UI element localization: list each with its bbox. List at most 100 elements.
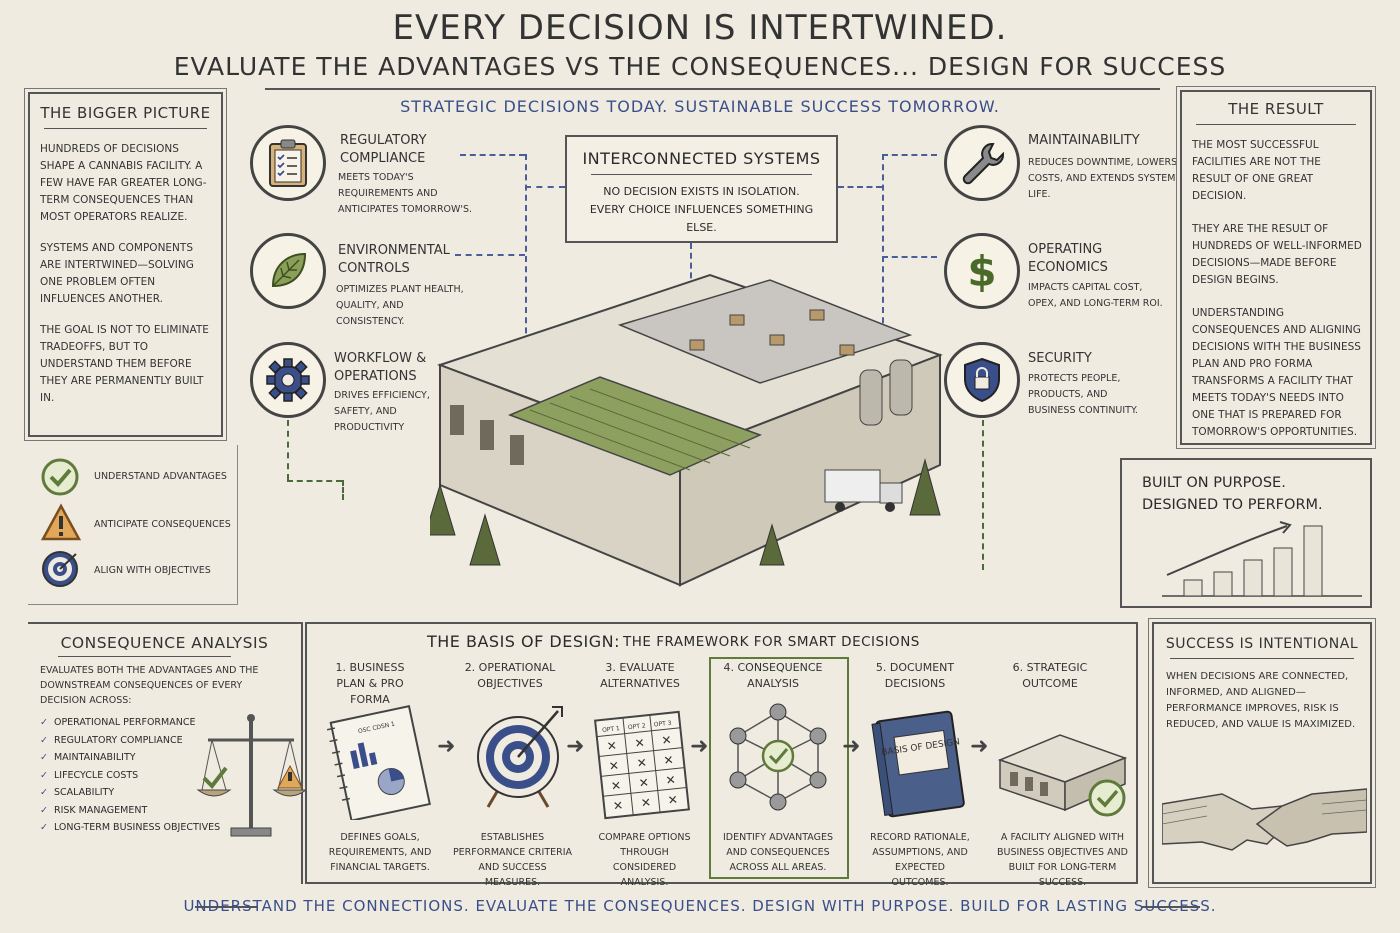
legend: UNDERSTAND ADVANTAGES ANTICIPATE CONSEQU… (28, 445, 238, 605)
page-title: EVERY DECISION IS INTERTWINED. (392, 8, 1008, 48)
network-check-icon (726, 700, 831, 815)
list-item: ✓LONG-TERM BUSINESS OBJECTIVES (40, 822, 221, 833)
consequence-list: ✓OPERATIONAL PERFORMANCE ✓REGULATORY COM… (28, 708, 301, 837)
basis-title: THE BASIS OF DESIGN: (427, 632, 620, 651)
list-item: ✓SCALABILITY (40, 787, 115, 798)
bigger-picture-title: THE BIGGER PICTURE (40, 104, 211, 122)
step-6-desc: A FACILITY ALIGNED WITH BUSINESS OBJECTI… (996, 832, 1128, 888)
footer-tagline: UNDERSTAND THE CONNECTIONS. EVALUATE THE… (183, 897, 1217, 915)
environmental-desc: OPTIMIZES PLANT HEALTH, QUALITY, AND CON… (336, 284, 464, 327)
basis-title-suffix: THE FRAMEWORK FOR SMART DECISIONS (623, 634, 920, 650)
arrow-right-icon: ➜ (566, 734, 585, 759)
bigger-picture-p3: THE GOAL IS NOT TO ELIMINATE TRADEOFFS, … (40, 324, 209, 404)
target-arrow-icon (468, 705, 568, 810)
connector (690, 243, 692, 298)
legend-label-consequences: ANTICIPATE CONSEQUENCES (94, 519, 231, 530)
connector (525, 186, 565, 188)
shield-lock-icon (944, 342, 1020, 418)
svg-text:✕: ✕ (608, 758, 619, 773)
step-4-desc: IDENTIFY ADVANTAGES AND CONSEQUENCES ACR… (722, 832, 834, 873)
svg-text:✕: ✕ (665, 773, 676, 788)
legend-label-advantages: UNDERSTAND ADVANTAGES (94, 471, 227, 482)
connector (455, 254, 525, 256)
tagline: STRATEGIC DECISIONS TODAY. SUSTAINABLE S… (400, 97, 1000, 116)
result-title: THE RESULT (1228, 100, 1324, 118)
options-grid-icon: OPT 1 OPT 2 OPT 3 ✕✕✕ ✕✕✕ ✕✕✕ ✕✕✕ (592, 710, 692, 820)
step-6-title: 6. STRATEGIC OUTCOME (1012, 661, 1088, 690)
list-item: ✓MAINTAINABILITY (40, 752, 136, 763)
built-on-purpose-panel: BUILT ON PURPOSE. DESIGNED TO PERFORM. (1120, 458, 1372, 608)
interconnected-body: NO DECISION EXISTS IN ISOLATION. EVERY C… (589, 185, 814, 234)
basis-panel: THE BASIS OF DESIGN: THE FRAMEWORK FOR S… (305, 622, 1138, 884)
step-3-title: 3. EVALUATE ALTERNATIVES (600, 661, 680, 690)
highlight-step-4 (709, 657, 849, 879)
bigger-picture-panel: THE BIGGER PICTURE HUNDREDS OF DECISIONS… (28, 92, 223, 437)
step-3-desc: COMPARE OPTIONS THROUGH CONSIDERED ANALY… (598, 832, 691, 888)
svg-text:✕: ✕ (663, 753, 674, 768)
step-5-desc: RECORD RATIONALE, ASSUMPTIONS, AND EXPEC… (870, 832, 970, 888)
gear-icon (250, 342, 326, 418)
connector (882, 154, 884, 364)
grid-header: OPT 1 (602, 725, 621, 734)
regulatory-title: REGULATORY COMPLIANCE (340, 133, 427, 166)
grid-header: OPT 2 (628, 722, 647, 731)
workflow-desc: DRIVES EFFICIENCY, SAFETY, AND PRODUCTIV… (334, 390, 430, 433)
arrow-right-icon: ➜ (842, 734, 861, 759)
svg-text:✕: ✕ (667, 792, 678, 807)
workflow-title: WORKFLOW & OPERATIONS (334, 351, 427, 384)
grid-header: OPT 3 (654, 720, 673, 729)
consequence-title: CONSEQUENCE ANALYSIS (60, 634, 269, 652)
connector (460, 154, 525, 156)
page-subtitle: EVALUATE THE ADVANTAGES VS THE CONSEQUEN… (173, 52, 1227, 81)
result-p2: THEY ARE THE RESULT OF HUNDREDS OF WELL-… (1192, 223, 1362, 286)
success-title: SUCCESS IS INTENTIONAL (1165, 636, 1359, 652)
connector (342, 480, 344, 500)
interconnected-title: INTERCONNECTED SYSTEMS (582, 149, 821, 168)
arrow-right-icon: ➜ (690, 734, 709, 759)
step-4-title: 4. CONSEQUENCE ANALYSIS (723, 661, 823, 690)
facility-illustration (424, 265, 950, 605)
economics-desc: IMPACTS CAPITAL COST, OPEX, AND LONG-TER… (1028, 282, 1163, 309)
economics-title: OPERATING ECONOMICS (1028, 242, 1108, 275)
svg-text:✕: ✕ (610, 778, 621, 793)
consequence-intro: EVALUATES BOTH THE ADVANTAGES AND THE DO… (40, 665, 259, 706)
scale-icon (196, 710, 308, 840)
result-p1: THE MOST SUCCESSFUL FACILITIES ARE NOT T… (1192, 139, 1321, 202)
connector (287, 480, 342, 482)
bigger-picture-p2: SYSTEMS AND COMPONENTS ARE INTERTWINED—S… (40, 242, 194, 305)
security-title: SECURITY (1028, 351, 1092, 366)
svg-text:✕: ✕ (636, 756, 647, 771)
list-item: ✓RISK MANAGEMENT (40, 804, 148, 816)
list-item: ✓OPERATIONAL PERFORMANCE (40, 717, 196, 728)
check-circle-icon (40, 457, 80, 497)
warning-triangle-icon (40, 503, 82, 543)
maintainability-title: MAINTAINABILITY (1028, 133, 1140, 148)
leaf-icon (250, 233, 326, 309)
step-5-title: 5. DOCUMENT DECISIONS (875, 661, 955, 690)
connector (838, 186, 882, 188)
success-panel: SUCCESS IS INTENTIONAL WHEN DECISIONS AR… (1152, 622, 1372, 884)
handshake-icon (1161, 754, 1368, 874)
maintainability-desc: REDUCES DOWNTIME, LOWERS COSTS, AND EXTE… (1028, 157, 1178, 200)
regulatory-desc: MEETS TODAY'S REQUIREMENTS AND ANTICIPAT… (338, 172, 473, 215)
environmental-title: ENVIRONMENTAL CONTROLS (338, 243, 450, 276)
arrow-right-icon: ➜ (970, 734, 989, 759)
security-desc: PROTECTS PEOPLE, PRODUCTS, AND BUSINESS … (1028, 373, 1138, 416)
connector (982, 420, 984, 570)
book-icon: BASIS OF DESIGN (870, 708, 970, 820)
success-body: WHEN DECISIONS ARE CONNECTED, INFORMED, … (1166, 671, 1356, 730)
connector (525, 154, 527, 364)
subtitle-underline (265, 88, 1160, 90)
result-panel: THE RESULT THE MOST SUCCESSFUL FACILITIE… (1180, 90, 1372, 445)
built-line2: DESIGNED TO PERFORM. (1142, 497, 1323, 513)
interconnected-box: INTERCONNECTED SYSTEMS NO DECISION EXIST… (565, 135, 838, 243)
svg-text:✕: ✕ (634, 736, 645, 751)
step-1-desc: DEFINES GOALS, REQUIREMENTS, AND FINANCI… (328, 832, 432, 873)
step-2-desc: ESTABLISHES PERFORMANCE CRITERIA AND SUC… (452, 832, 573, 888)
list-item: ✓LIFECYCLE COSTS (40, 769, 139, 781)
built-line1: BUILT ON PURPOSE. (1142, 475, 1286, 491)
legend-label-objectives: ALIGN WITH OBJECTIVES (94, 565, 211, 576)
dollar-icon: $ (944, 233, 1020, 309)
clipboard-icon (250, 125, 326, 201)
consequence-panel: CONSEQUENCE ANALYSIS EVALUATES BOTH THE … (28, 622, 308, 884)
